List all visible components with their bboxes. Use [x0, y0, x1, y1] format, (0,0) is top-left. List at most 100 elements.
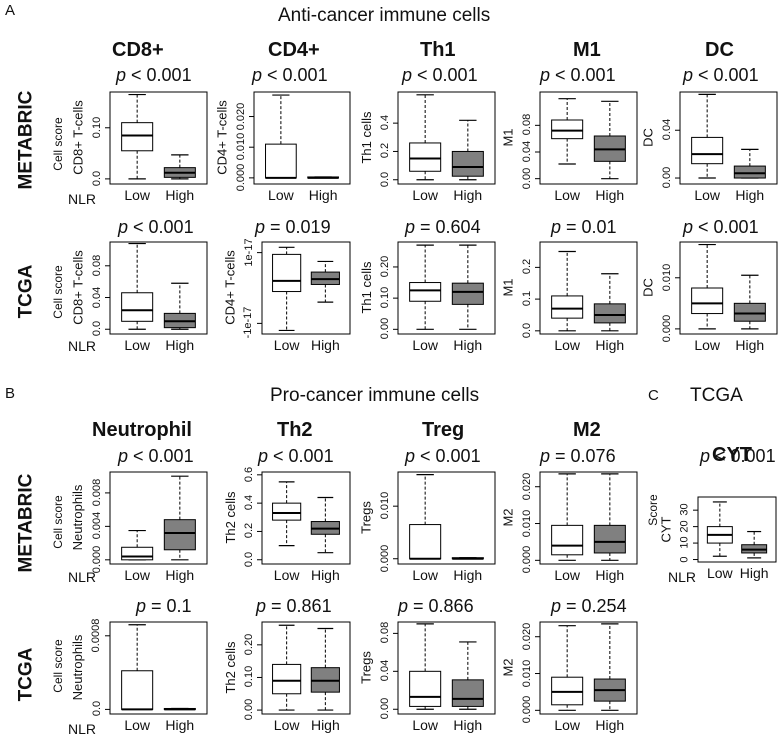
th1_metabric-pvalue-text: < 0.001 — [412, 65, 478, 85]
th2_metabric-ylabel: Th2 cells — [222, 491, 238, 544]
dc_tcga-high-box — [733, 302, 766, 322]
cd8_tcga-low-box — [121, 292, 154, 322]
neu_metabric-high-xlabel: High — [165, 567, 195, 583]
treg_tcga-low-xlabel: Low — [412, 717, 438, 733]
m1_tcga-pvalue-symbol: p — [551, 217, 562, 237]
th1_metabric-ylabel: Th1 cells — [358, 111, 374, 164]
neu_tcga-ytick-label-0: 0.0 — [90, 701, 103, 717]
m2_tcga-pvalue-symbol: p — [551, 596, 562, 616]
neu_metabric-pvalue-symbol: p — [118, 446, 129, 466]
neu_metabric-title: Neutrophil — [92, 419, 192, 441]
th1_tcga-low-box — [409, 282, 442, 302]
cyt_tcga-ytick-label-2: 20 — [678, 519, 691, 533]
cd4_metabric-low-box — [265, 143, 297, 179]
th2_metabric-ytick-label-3: 0.6 — [242, 466, 255, 482]
th1_metabric-low-xlabel: Low — [412, 187, 438, 203]
panel-letter-b: B — [5, 385, 16, 402]
cd8_metabric-high-xlabel: High — [165, 187, 195, 203]
cd4_tcga-pvalue-text: = 0.019 — [265, 217, 331, 237]
m1_metabric-pvalue-text: < 0.001 — [550, 65, 616, 85]
cd4_metabric-pvalue-symbol: p — [252, 65, 263, 85]
th1_tcga-high-box — [451, 282, 484, 305]
m1_tcga-ytick-label-1: 0.1 — [520, 290, 533, 307]
th1_metabric-ytick-label-2: 0.4 — [378, 114, 391, 131]
treg_tcga-ylabel: Tregs — [358, 651, 374, 684]
dc_tcga-ytick-label-1: 0.010 — [660, 263, 673, 292]
th2_tcga-high-xlabel: High — [310, 717, 340, 733]
m2_metabric-ytick-label-2: 0.020 — [520, 472, 533, 500]
neu_metabric-ytick-label-0: 0.000 — [90, 545, 103, 574]
cd4_metabric-ylabel: CD4+ T-cells — [214, 100, 230, 175]
cyt_tcga-pvalue: p < 0.001 — [700, 447, 776, 465]
cd8_metabric-ylabel: CD8+ T-cells — [70, 100, 86, 175]
cd8_metabric-pvalue-text: < 0.001 — [126, 65, 192, 85]
cyt_tcga-ylabel: CYT — [658, 516, 674, 542]
cd8_metabric-low-xlabel: Low — [124, 187, 150, 203]
m1_metabric-ylabel: M1 — [500, 128, 516, 147]
dc_tcga-low-xlabel: Low — [694, 337, 720, 353]
th1_tcga-pvalue-symbol: p — [405, 217, 416, 237]
nlr-label-4: NLR — [68, 721, 97, 737]
panel-letter-a: A — [5, 2, 16, 19]
m1_metabric-pvalue: p < 0.001 — [540, 66, 616, 84]
dc_tcga-high-xlabel: High — [735, 337, 765, 353]
panel-letter-c: C — [648, 387, 659, 404]
cd8_tcga-pvalue: p < 0.001 — [118, 218, 194, 236]
th1_tcga-pvalue: p = 0.604 — [405, 218, 481, 236]
m1_tcga-pvalue-text: = 0.01 — [561, 217, 617, 237]
row-label-tcga-a: TCGA — [15, 264, 37, 319]
cyt_tcga-pvalue-text: < 0.001 — [710, 446, 776, 466]
th1_tcga-low-xlabel: Low — [412, 337, 438, 353]
m1_metabric-plot-frame — [539, 91, 638, 185]
neu_tcga-pvalue-symbol: p — [136, 596, 147, 616]
m1_metabric-low-box — [551, 119, 584, 140]
th1_metabric-plot-frame — [397, 91, 496, 185]
th2_tcga-low-xlabel: Low — [273, 717, 300, 733]
m1_metabric-high-xlabel: High — [595, 187, 625, 203]
treg_metabric-ylabel: Tregs — [358, 501, 374, 534]
treg_tcga-pvalue-text: = 0.866 — [408, 596, 474, 616]
cyt_tcga-ytick-label-3: 30 — [678, 503, 691, 516]
m1_metabric-ytick-label-1: 0.04 — [520, 140, 533, 163]
dc_tcga-low-box — [691, 287, 724, 315]
cyt_tcga-pvalue-symbol: p — [700, 446, 711, 466]
dc_metabric-ytick-label-1: 0.04 — [660, 119, 673, 141]
th1_metabric-pvalue: p < 0.001 — [402, 66, 478, 84]
m1_tcga-low-box — [551, 295, 584, 319]
cd4_metabric-pvalue-text: < 0.001 — [262, 65, 328, 85]
th2_tcga-pvalue: p = 0.861 — [256, 597, 332, 615]
neu_metabric-low-xlabel: Low — [124, 567, 150, 583]
th2_tcga-ylabel: Th2 cells — [222, 641, 238, 694]
m2_metabric-ytick-label-0: 0.000 — [520, 546, 533, 574]
m2_metabric-pvalue-symbol: p — [540, 446, 551, 466]
cd4_metabric-ytick-label-1: 0.010 — [234, 132, 247, 161]
th2_tcga-pvalue-text: = 0.861 — [266, 596, 332, 616]
treg_metabric-plot-frame — [397, 471, 496, 565]
th2_metabric-plot-frame — [261, 471, 351, 565]
cd8_metabric-low-box — [121, 122, 154, 152]
th2_metabric-low-xlabel: Low — [273, 567, 300, 583]
neu_tcga-pvalue-text: = 0.1 — [146, 596, 192, 616]
cell-score-label-2: Cell score — [51, 265, 65, 319]
neu_metabric-high-box — [163, 519, 196, 551]
dc_tcga-ylabel: DC — [640, 278, 656, 297]
m2_metabric-low-xlabel: Low — [554, 567, 580, 583]
dc_tcga-ytick-label-0: 0.000 — [660, 314, 673, 343]
cd4_metabric-high-xlabel: High — [308, 187, 338, 203]
m2_metabric-pvalue-text: = 0.076 — [550, 446, 616, 466]
m1_metabric-title: M1 — [573, 39, 601, 61]
dc_metabric-high-box — [733, 165, 766, 179]
cd4_tcga-ylabel: CD4+ T-cells — [222, 250, 238, 325]
th2_tcga-low-box — [272, 663, 302, 695]
row-label-metabric-b: METABRIC — [15, 473, 37, 573]
m1_tcga-ytick-label-0: 0.0 — [520, 322, 533, 338]
dc_metabric-low-xlabel: Low — [694, 187, 720, 203]
neu_tcga-pvalue: p = 0.1 — [136, 597, 192, 615]
treg_tcga-high-xlabel: High — [453, 717, 483, 733]
cd8_metabric-ytick-label-0: 0.0 — [90, 170, 103, 187]
neu_metabric-low-box — [121, 546, 154, 561]
m1_metabric-low-xlabel: Low — [554, 187, 580, 203]
th2_metabric-ytick-label-0: 0.0 — [242, 551, 255, 567]
th2_metabric-ytick-label-2: 0.4 — [242, 494, 255, 511]
